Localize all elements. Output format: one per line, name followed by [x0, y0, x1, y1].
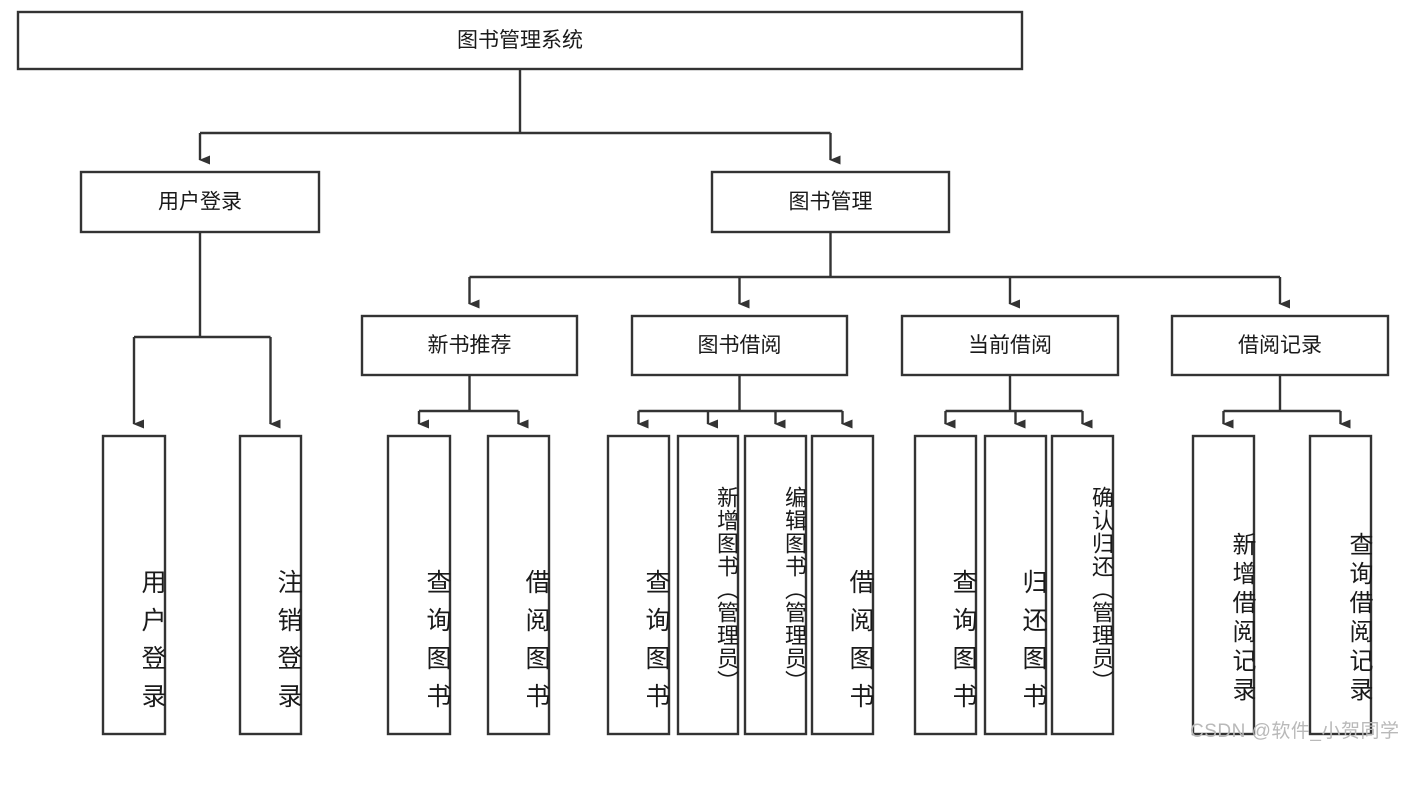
node-box-borrow-record[interactable]: [1170, 314, 1390, 377]
node-label-root: 图书管理系统: [457, 29, 583, 52]
node-box-leaf-user-login[interactable]: [101, 434, 167, 736]
node-box-leaf-edit-book-admin[interactable]: [743, 434, 808, 736]
node-box-leaf-query-book-current[interactable]: [913, 434, 978, 736]
node-label-current-borrow: 当前借阅: [968, 334, 1052, 357]
node-box-leaf-return-book[interactable]: [983, 434, 1048, 736]
node-label-new-book-recommend: 新书推荐: [428, 334, 512, 357]
node-box-leaf-query-borrow-record[interactable]: [1308, 434, 1373, 736]
box-layer: [16, 10, 1390, 736]
flowchart-diagram: 图书管理系统用户登录图书管理新书推荐图书借阅当前借阅借阅记录 用户登录注销登录查…: [16, 10, 1400, 742]
node-box-root[interactable]: [16, 10, 1024, 71]
node-box-book-borrow[interactable]: [630, 314, 849, 377]
node-box-leaf-confirm-return-admin[interactable]: [1050, 434, 1115, 736]
node-box-leaf-borrow-book-recommend[interactable]: [486, 434, 551, 736]
connector-layer: [132, 69, 1351, 429]
node-box-leaf-borrow-book[interactable]: [810, 434, 875, 736]
node-box-current-borrow[interactable]: [900, 314, 1120, 377]
node-label-book-management: 图书管理: [789, 191, 873, 214]
node-box-user-login[interactable]: [79, 170, 321, 234]
node-box-leaf-add-borrow-record[interactable]: [1191, 434, 1256, 736]
node-box-leaf-add-book-admin[interactable]: [676, 434, 740, 736]
node-label-borrow-record: 借阅记录: [1238, 334, 1322, 357]
node-label-book-borrow: 图书借阅: [698, 334, 782, 357]
node-box-leaf-query-book-recommend[interactable]: [386, 434, 452, 736]
csdn-watermark: CSDN @软件_小贺同学: [1190, 721, 1400, 742]
node-box-leaf-logout[interactable]: [238, 434, 303, 736]
node-box-new-book-recommend[interactable]: [360, 314, 579, 377]
node-box-book-management[interactable]: [710, 170, 951, 234]
node-box-leaf-query-book-borrow[interactable]: [606, 434, 671, 736]
node-label-user-login: 用户登录: [158, 191, 242, 214]
